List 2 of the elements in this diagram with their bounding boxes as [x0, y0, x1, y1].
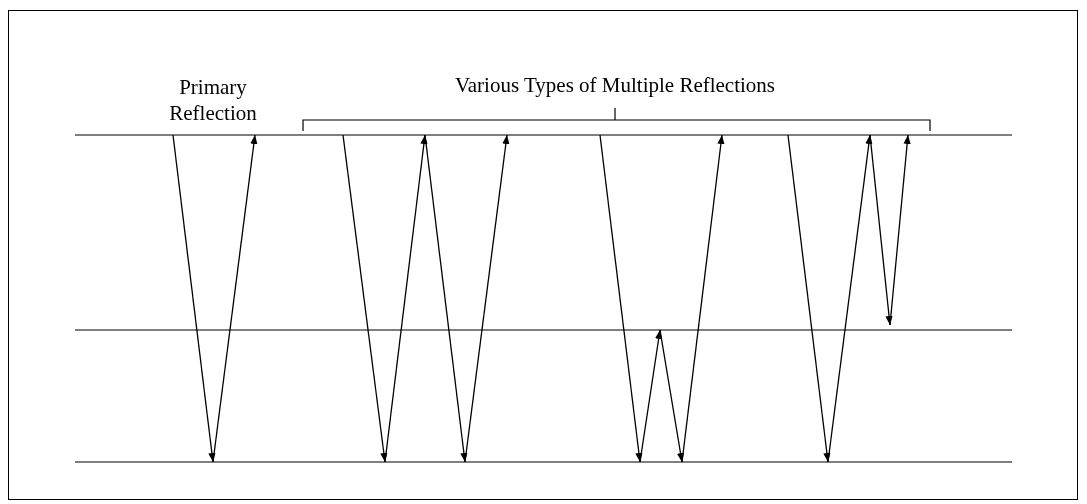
text-label: Primary Reflection [168, 74, 258, 126]
text-label: Various Types of Multiple Reflections [453, 72, 777, 98]
